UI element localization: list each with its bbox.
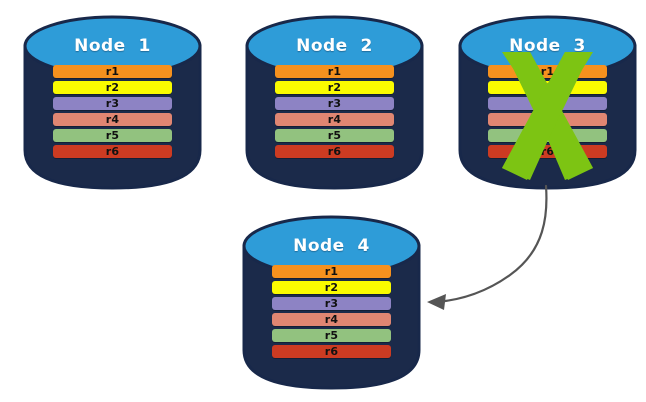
- node-1-row-r5[interactable]: r5: [53, 129, 172, 142]
- node-cylinder-3[interactable]: Node 3 r1 r2 r3 r4 r5 r6: [458, 10, 637, 190]
- row-label: r1: [327, 65, 342, 78]
- row-label: r1: [105, 65, 120, 78]
- node-cylinder-1[interactable]: Node 1 r1 r2 r3 r4 r5 r6: [23, 10, 202, 190]
- arrow-head-icon: [427, 294, 446, 310]
- row-label: r3: [540, 97, 555, 110]
- row-label: r6: [327, 145, 342, 158]
- row-label: r1: [324, 265, 339, 278]
- row-label: r4: [327, 113, 342, 126]
- node-3-row-r6[interactable]: r6: [488, 145, 607, 158]
- row-label: r1: [540, 65, 555, 78]
- node-1-row-r4[interactable]: r4: [53, 113, 172, 126]
- node-2-row-r6[interactable]: r6: [275, 145, 394, 158]
- node-4-row-r4[interactable]: r4: [272, 313, 391, 326]
- node-3-row-r1[interactable]: r1: [488, 65, 607, 78]
- node-3-row-r3[interactable]: r3: [488, 97, 607, 110]
- node-1-row-r6[interactable]: r6: [53, 145, 172, 158]
- row-label: r3: [105, 97, 120, 110]
- row-label: r4: [105, 113, 120, 126]
- node-3-rows: r1 r2 r3 r4 r5 r6: [488, 65, 607, 158]
- row-label: r5: [540, 129, 555, 142]
- row-label: r6: [105, 145, 120, 158]
- node-4-row-r6[interactable]: r6: [272, 345, 391, 358]
- row-label: r2: [540, 81, 555, 94]
- node-1-row-r1[interactable]: r1: [53, 65, 172, 78]
- row-label: r2: [327, 81, 342, 94]
- node-2-row-r3[interactable]: r3: [275, 97, 394, 110]
- node-3-row-r4[interactable]: r4: [488, 113, 607, 126]
- node-1-rows: r1 r2 r3 r4 r5 r6: [53, 65, 172, 158]
- node-2-row-r2[interactable]: r2: [275, 81, 394, 94]
- node-4-row-r1[interactable]: r1: [272, 265, 391, 278]
- node-2-row-r1[interactable]: r1: [275, 65, 394, 78]
- row-label: r2: [324, 281, 339, 294]
- row-label: r6: [324, 345, 339, 358]
- node-cylinder-2[interactable]: Node 2 r1 r2 r3 r4 r5 r6: [245, 10, 424, 190]
- row-label: r5: [105, 129, 120, 142]
- node-4-rows: r1 r2 r3 r4 r5 r6: [272, 265, 391, 358]
- node-4-row-r2[interactable]: r2: [272, 281, 391, 294]
- row-label: r2: [105, 81, 120, 94]
- row-label: r4: [324, 313, 339, 326]
- row-label: r5: [324, 329, 339, 342]
- node-1-row-r2[interactable]: r2: [53, 81, 172, 94]
- node-cylinder-4[interactable]: Node 4 r1 r2 r3 r4 r5 r6: [242, 210, 421, 390]
- row-label: r5: [327, 129, 342, 142]
- node-2-row-r4[interactable]: r4: [275, 113, 394, 126]
- node-4-row-r3[interactable]: r3: [272, 297, 391, 310]
- node-2-row-r5[interactable]: r5: [275, 129, 394, 142]
- node-1-row-r3[interactable]: r3: [53, 97, 172, 110]
- row-label: r6: [540, 145, 555, 158]
- row-label: r4: [540, 113, 555, 126]
- node-3-row-r2[interactable]: r2: [488, 81, 607, 94]
- row-label: r3: [324, 297, 339, 310]
- node-4-row-r5[interactable]: r5: [272, 329, 391, 342]
- node-3-row-r5[interactable]: r5: [488, 129, 607, 142]
- row-label: r3: [327, 97, 342, 110]
- node-2-rows: r1 r2 r3 r4 r5 r6: [275, 65, 394, 158]
